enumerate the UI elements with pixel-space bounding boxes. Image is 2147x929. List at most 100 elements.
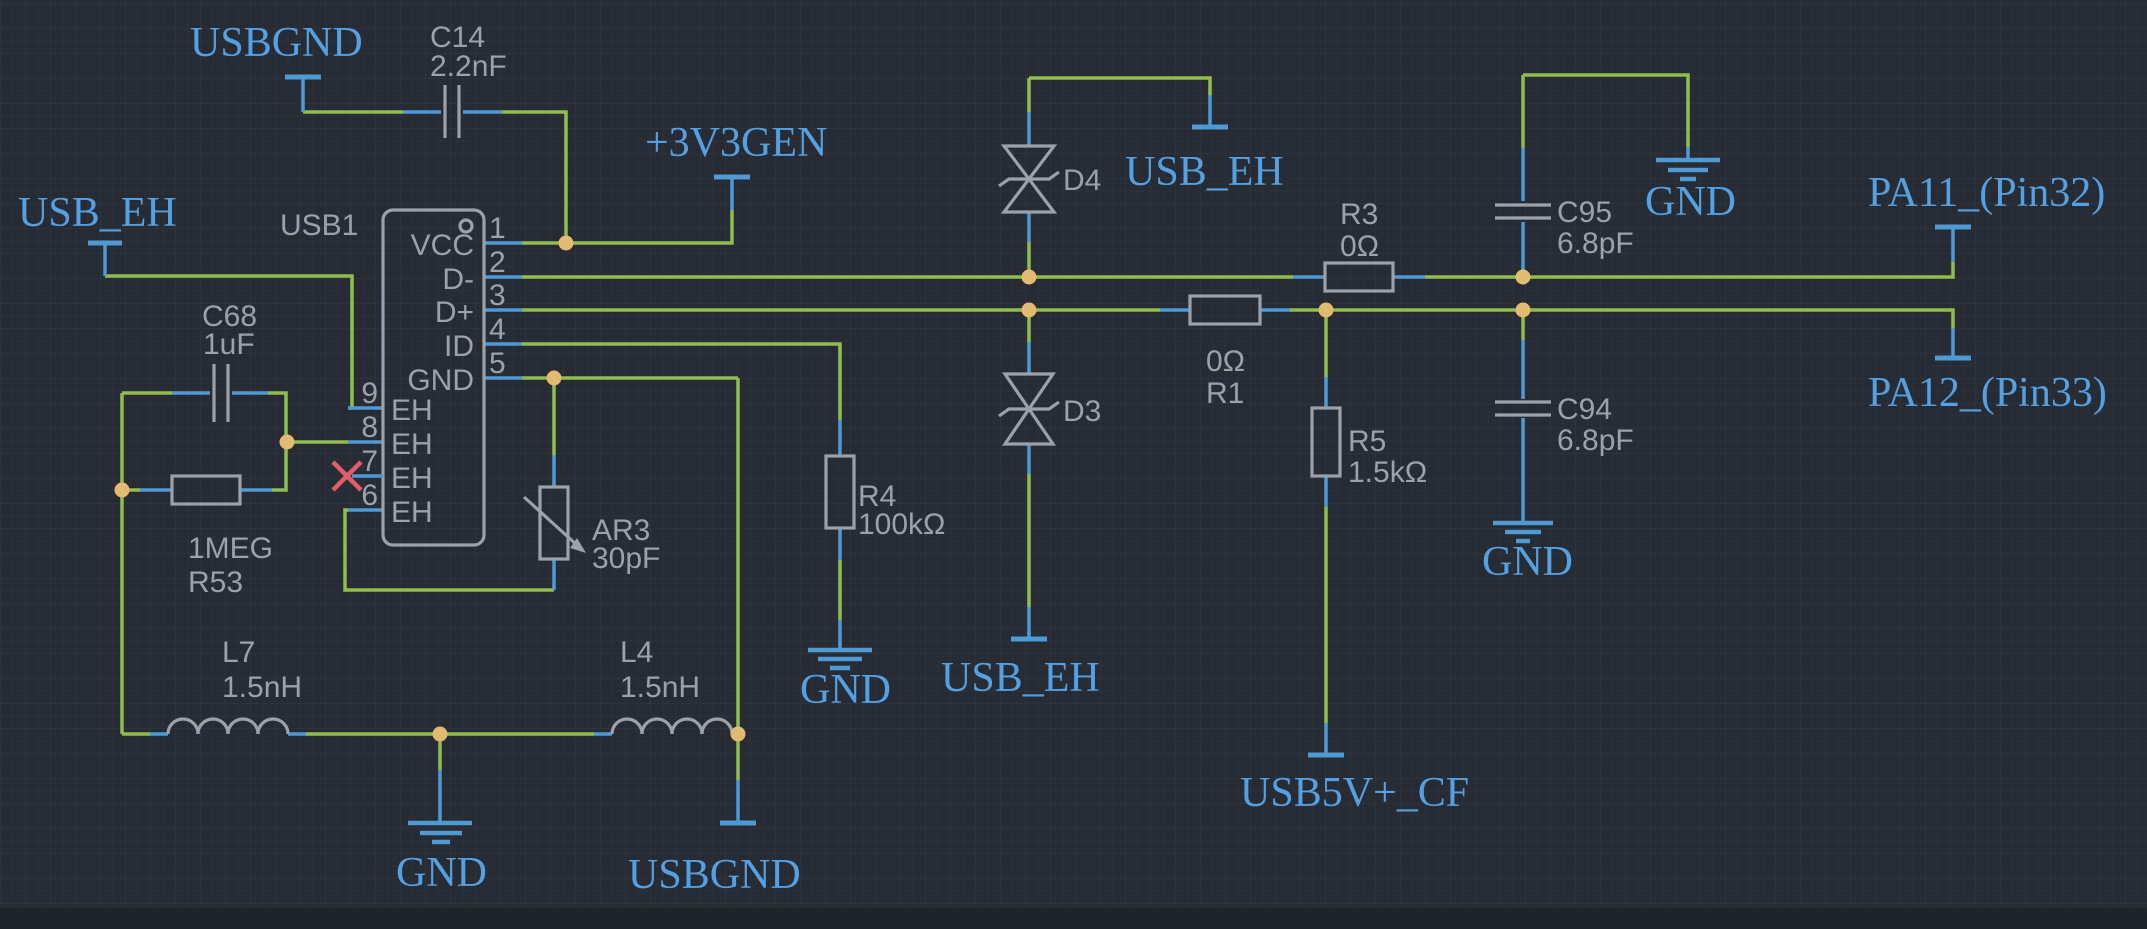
junction-dot[interactable] (730, 726, 746, 742)
junction-dot[interactable] (114, 482, 130, 498)
wire-segment[interactable] (522, 342, 842, 620)
resistor-r53[interactable]: 1MEG R53 (170, 474, 273, 599)
wire-usb-eh-left[interactable] (103, 243, 383, 410)
junction-dot[interactable] (1318, 302, 1334, 318)
net-label-usbgnd-bottom[interactable]: USBGND (628, 852, 801, 898)
net-label-gnd-c94[interactable]: GND (1482, 539, 1573, 585)
component-value[interactable]: 30pF (592, 542, 660, 575)
component-ref[interactable]: AR3 (592, 514, 650, 547)
net-label-3v3gen[interactable]: +3V3GEN (645, 120, 827, 166)
wire-gnd-pin5-ar3[interactable] (343, 376, 738, 592)
wire-segment[interactable] (522, 76, 1955, 279)
connector-usb1[interactable]: USB1 1 2 3 4 5 VCC D- D+ ID GND 9 8 7 6 … (280, 208, 506, 547)
ground-port-c95[interactable]: GND (1645, 157, 1736, 225)
net-label-pa11[interactable]: PA11_(Pin32) (1868, 170, 2105, 216)
net-label-usb-eh-left[interactable]: USB_EH (18, 190, 177, 236)
resistor-r3[interactable]: R3 0Ω (1323, 198, 1395, 293)
component-ref[interactable]: C14 (430, 21, 485, 54)
tvs-diode-d4[interactable]: D4 (998, 144, 1101, 214)
pin-stub[interactable] (484, 95, 1955, 279)
component-value[interactable]: 100kΩ (858, 508, 945, 541)
resistor-r5[interactable]: R5 1.5kΩ (1310, 406, 1427, 489)
pin-stub[interactable] (348, 376, 556, 590)
component-value[interactable]: 1uF (203, 328, 255, 361)
ground-port-l7[interactable]: GND (396, 820, 487, 896)
net-label-usb-eh-bottom[interactable]: USB_EH (941, 655, 1100, 701)
component-ref[interactable]: R1 (1206, 377, 1244, 410)
pin-stub[interactable] (103, 243, 383, 410)
power-port-3v3gen[interactable]: +3V3GEN (645, 120, 827, 180)
junction-dot[interactable] (279, 434, 295, 450)
net-port-usb5v-cf[interactable]: USB5V+_CF (1240, 752, 1469, 816)
net-label-gnd-r4[interactable]: GND (800, 667, 891, 713)
net-port-usb-eh-bottom[interactable]: USB_EH (941, 636, 1100, 701)
junction-dot[interactable] (1515, 302, 1531, 318)
wire-segment[interactable] (1521, 73, 1690, 148)
ground-port-r4[interactable]: GND (800, 647, 891, 713)
component-value[interactable]: 1.5kΩ (1348, 456, 1427, 489)
capacitor-c14[interactable]: C14 2.2nF (430, 21, 507, 138)
wire-segment[interactable] (522, 308, 1955, 723)
component-value[interactable]: 0Ω (1206, 345, 1245, 378)
resistor-r1[interactable]: 0Ω R1 (1188, 294, 1262, 410)
component-ref[interactable]: R3 (1340, 198, 1378, 231)
pin-stub[interactable] (484, 342, 842, 650)
capacitor-c95[interactable]: C95 6.8pF (1495, 196, 1634, 260)
net-port-usb-eh-mid[interactable]: USB_EH (1125, 124, 1284, 195)
wire-id-r4[interactable] (484, 342, 842, 650)
tvs-diode-d3[interactable]: D3 (998, 372, 1101, 446)
net-label-usb5v-cf[interactable]: USB5V+_CF (1240, 770, 1469, 816)
net-port-usb-eh-left[interactable]: USB_EH (18, 190, 177, 246)
variable-capacitor-ar3[interactable]: AR3 30pF (522, 485, 660, 575)
component-ref[interactable]: R5 (1348, 425, 1386, 458)
component-value[interactable]: 6.8pF (1557, 424, 1634, 457)
no-connect-x-icon[interactable] (331, 460, 363, 492)
junction-dot[interactable] (1515, 269, 1531, 285)
component-ref[interactable]: C68 (202, 300, 257, 333)
net-port-pa12[interactable]: PA12_(Pin33) (1868, 355, 2107, 416)
component-ref[interactable]: R4 (858, 480, 896, 513)
pin-stub[interactable] (484, 308, 1955, 755)
connector-body[interactable] (381, 208, 486, 547)
component-ref[interactable]: D3 (1063, 395, 1101, 428)
junction-dot[interactable] (1021, 302, 1037, 318)
net-label-gnd-l7[interactable]: GND (396, 850, 487, 896)
net-label-pa12[interactable]: PA12_(Pin33) (1868, 370, 2107, 416)
component-value[interactable]: 1MEG (188, 532, 273, 565)
component-ref[interactable]: L7 (222, 636, 255, 669)
component-ref[interactable]: C94 (1557, 393, 1612, 426)
net-port-usbgnd-top[interactable]: USBGND (190, 20, 363, 80)
component-ref[interactable]: D4 (1063, 164, 1101, 197)
component-ref[interactable]: R53 (188, 566, 243, 599)
junction-dot[interactable] (432, 726, 448, 742)
net-label-gnd-c95[interactable]: GND (1645, 179, 1736, 225)
junction-dot[interactable] (558, 235, 574, 251)
junction-dot[interactable] (1021, 269, 1037, 285)
inductor-l4[interactable]: L4 1.5nH (610, 636, 734, 735)
component-value[interactable]: 0Ω (1340, 230, 1379, 263)
wire-dminus-bus[interactable] (484, 76, 1955, 279)
net-port-usbgnd-bottom[interactable]: USBGND (628, 820, 801, 898)
junction-dot[interactable] (546, 370, 562, 386)
pin-stub[interactable] (301, 77, 734, 245)
wire-segment[interactable] (122, 378, 740, 780)
capacitor-c68[interactable]: C68 1uF (202, 300, 257, 422)
resistor-r4[interactable]: R4 100kΩ (824, 454, 945, 541)
wire-dplus-bus[interactable] (484, 308, 1955, 755)
net-port-pa11[interactable]: PA11_(Pin32) (1868, 170, 2105, 230)
component-value[interactable]: 1.5nH (620, 671, 700, 704)
connector-ref[interactable]: USB1 (280, 209, 358, 242)
net-label-usbgnd-top[interactable]: USBGND (190, 20, 363, 66)
component-ref[interactable]: L4 (620, 636, 653, 669)
ground-port-c94[interactable]: GND (1482, 520, 1573, 585)
pin-stub[interactable] (150, 732, 740, 823)
component-value[interactable]: 2.2nF (430, 50, 507, 83)
wire-segment[interactable] (303, 110, 734, 245)
inductor-l7[interactable]: L7 1.5nH (166, 636, 302, 735)
wire-vcc-net[interactable] (301, 77, 734, 245)
capacitor-c94[interactable]: C94 6.8pF (1495, 393, 1634, 457)
component-ref[interactable]: C95 (1557, 196, 1612, 229)
net-label-usb-eh-mid[interactable]: USB_EH (1125, 149, 1284, 195)
pin-stub[interactable] (140, 391, 383, 492)
component-value[interactable]: 1.5nH (222, 671, 302, 704)
